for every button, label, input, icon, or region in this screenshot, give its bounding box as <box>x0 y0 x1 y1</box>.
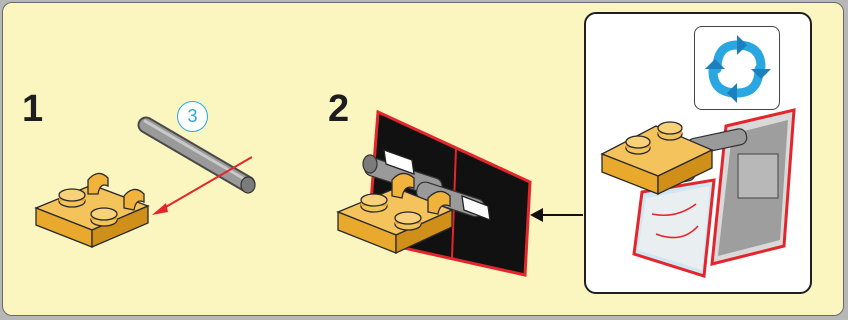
rotated-model-view <box>586 14 814 296</box>
black-arrow <box>530 208 583 222</box>
callout-box <box>584 12 812 294</box>
